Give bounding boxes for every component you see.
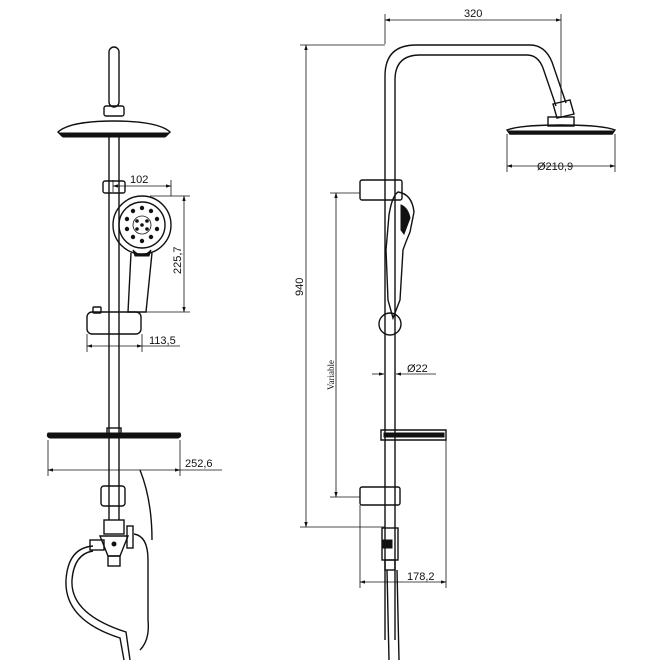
front-upper-holder xyxy=(102,180,126,194)
dim-225-7: 225,7 xyxy=(172,246,184,274)
front-shower-head xyxy=(56,120,172,137)
front-dimensions: 102 225,7 113,5 252,6 xyxy=(47,174,222,476)
dim-102: 102 xyxy=(130,174,148,186)
dim-22: Ø22 xyxy=(407,363,428,375)
dim-210-9: Ø210,9 xyxy=(537,161,573,173)
side-lower-bracket xyxy=(359,486,401,506)
front-hose-outer xyxy=(65,545,125,661)
front-view xyxy=(46,46,182,661)
side-diverter xyxy=(381,527,399,571)
front-shelf xyxy=(46,432,182,439)
side-arm-outer xyxy=(384,44,567,182)
dim-940: 940 xyxy=(294,278,306,296)
front-bottom-bracket xyxy=(100,485,126,507)
front-top-arm xyxy=(108,46,120,108)
dim-178-2: 178,2 xyxy=(407,571,435,583)
side-ball-joint xyxy=(378,312,402,336)
side-dimensions: 320 940 Variable Ø210,9 Ø22 178,2 xyxy=(294,8,616,588)
side-view xyxy=(359,44,617,661)
side-upper-holder xyxy=(359,179,403,201)
front-hand-shower xyxy=(112,195,172,313)
side-shower-head xyxy=(505,124,617,135)
front-diverter xyxy=(89,519,134,567)
front-arm-nut xyxy=(103,105,125,117)
side-arm-inner xyxy=(394,54,557,182)
dim-252-6: 252,6 xyxy=(185,458,213,470)
dim-variable: Variable xyxy=(326,360,336,390)
dim-320: 320 xyxy=(464,8,482,20)
side-hand-shower xyxy=(385,191,415,321)
dim-113-5: 113,5 xyxy=(149,335,176,347)
front-slider xyxy=(86,311,142,335)
front-hose-inner xyxy=(71,550,131,661)
